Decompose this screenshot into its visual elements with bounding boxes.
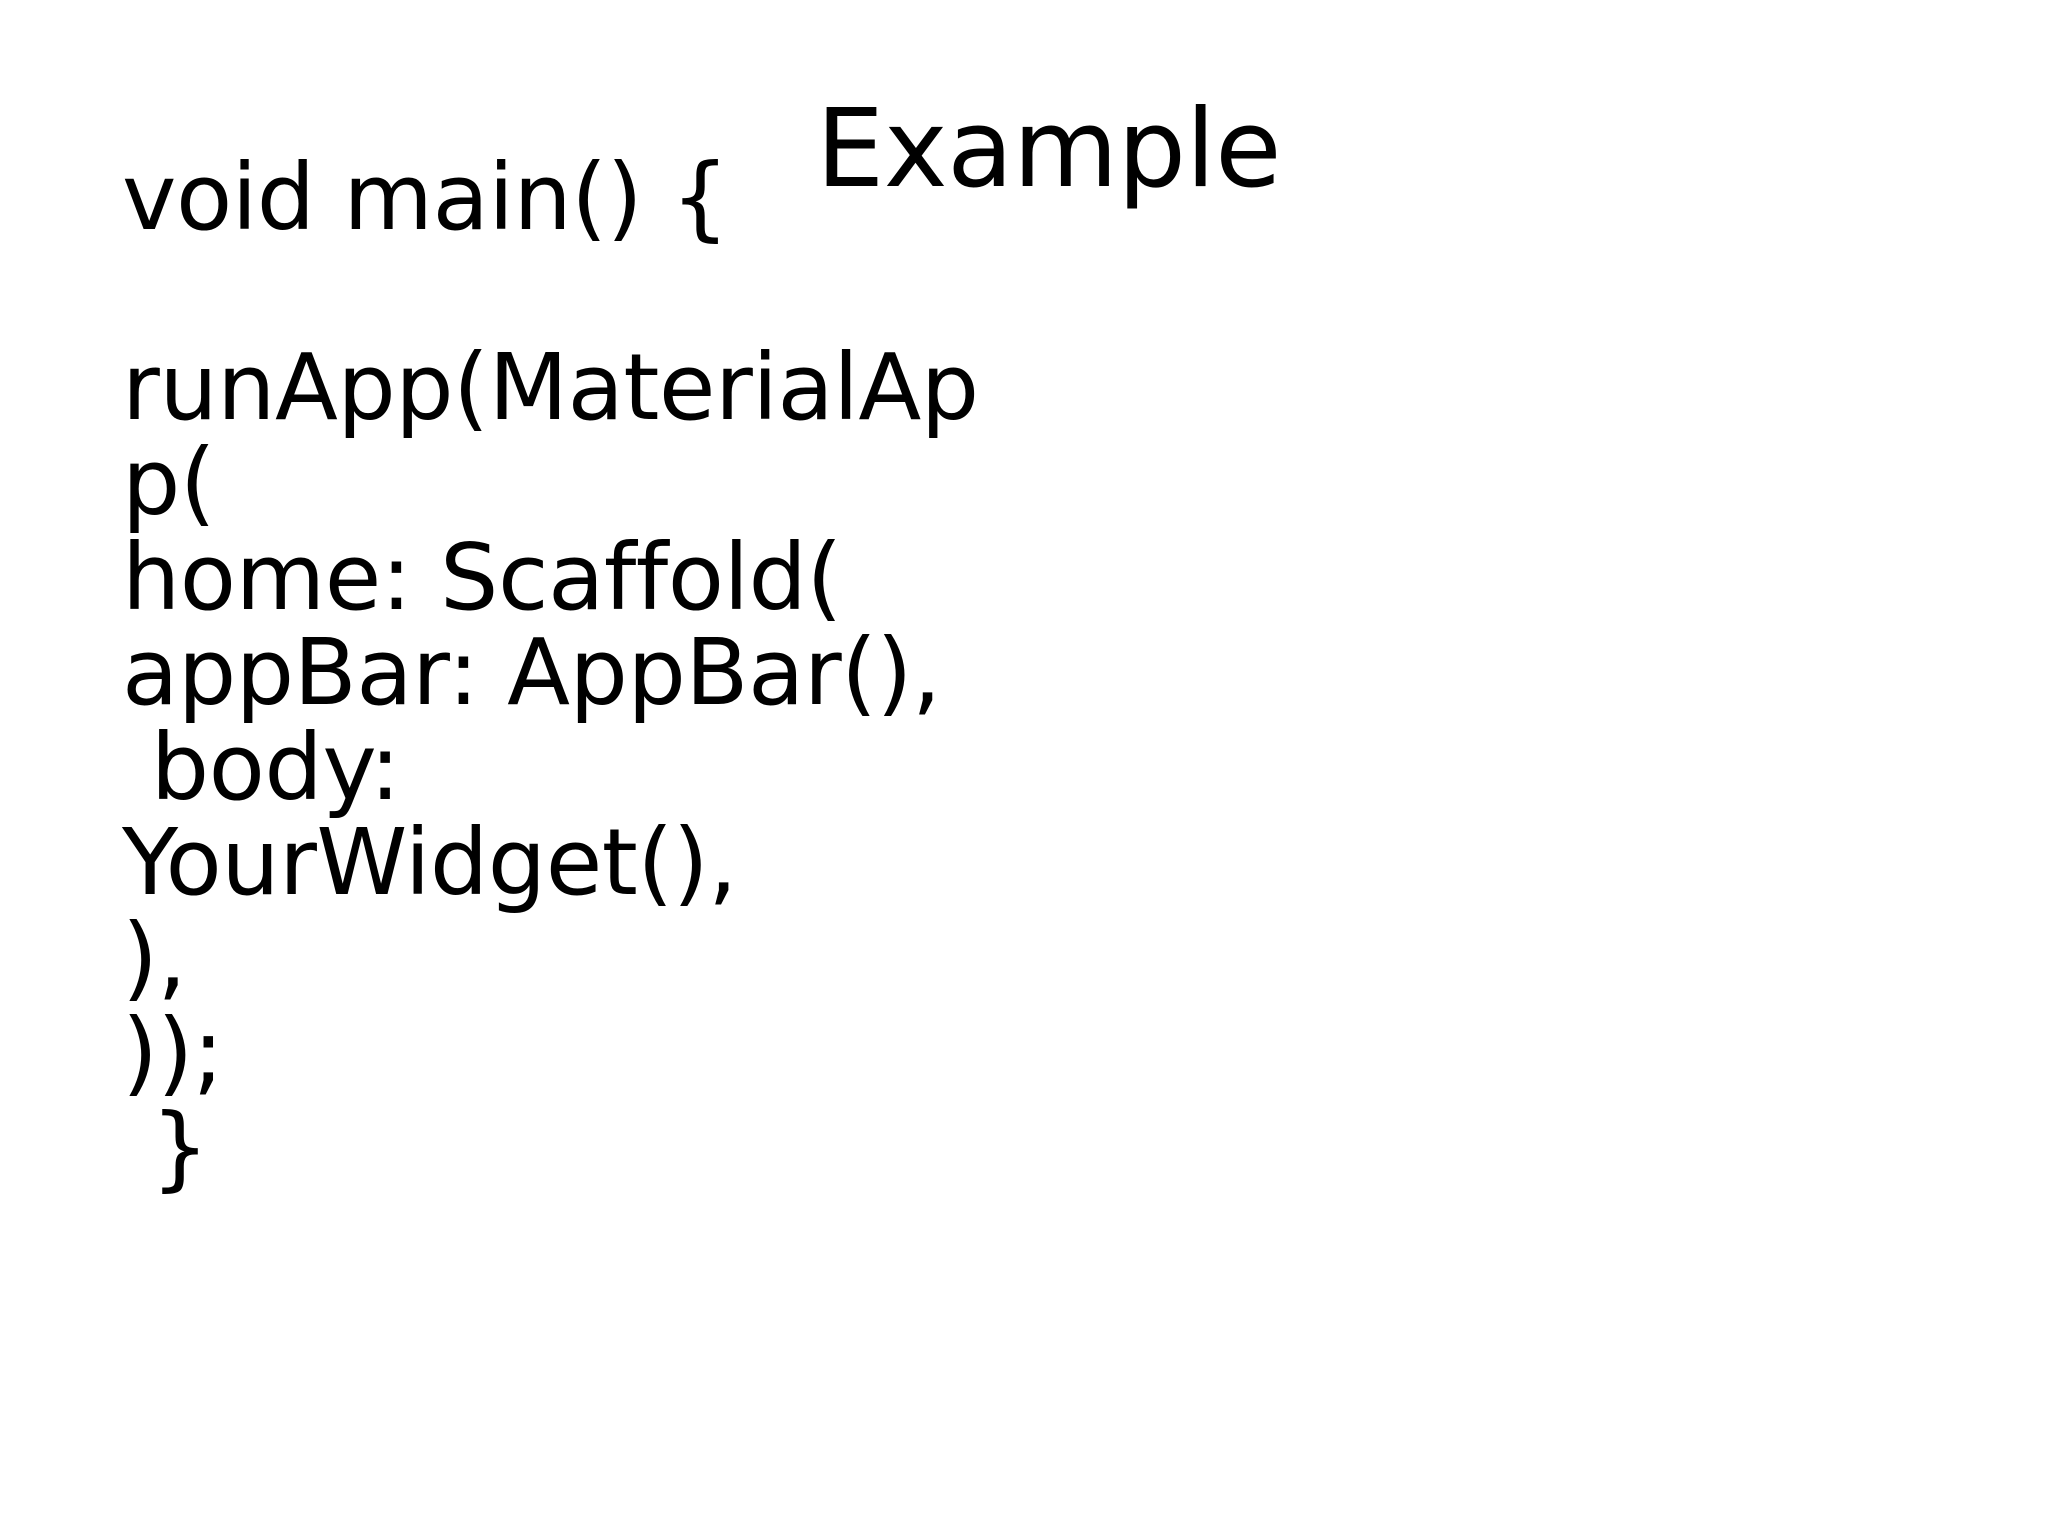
code-line: body: — [122, 714, 401, 821]
code-line: YourWidget(), — [122, 809, 737, 916]
code-block: void main() { runApp(MaterialAp p( home:… — [122, 150, 1052, 1195]
code-line: runApp(MaterialAp — [122, 334, 979, 441]
code-line: ), — [122, 904, 187, 1011]
code-line: )); — [122, 999, 224, 1106]
page-title: Example — [816, 87, 1282, 212]
code-line: home: Scaffold( — [122, 524, 842, 631]
code-line: p( — [122, 429, 216, 536]
code-line: } — [122, 1094, 210, 1201]
code-line: void main() { — [122, 144, 729, 251]
code-line-blank — [122, 245, 1052, 340]
code-line: appBar: AppBar(), — [122, 619, 941, 726]
